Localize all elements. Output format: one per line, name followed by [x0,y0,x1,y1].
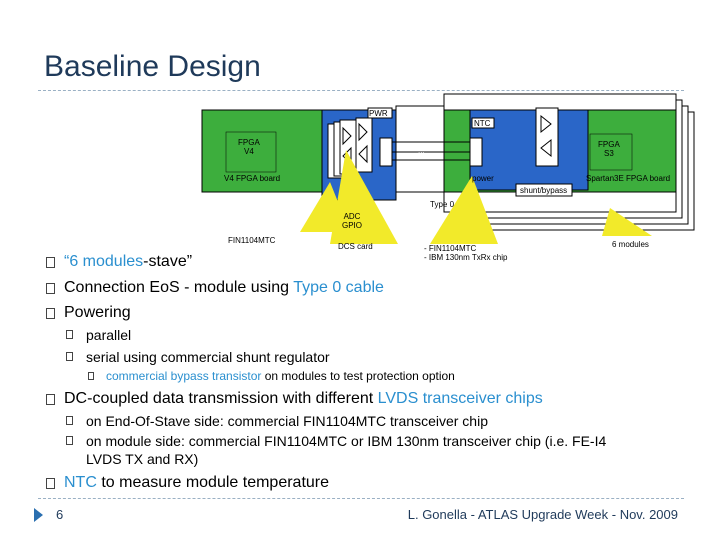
sub-end-of-stave: on End-Of-Stave side: commercial FIN1104… [86,413,488,429]
footer-arrow-icon [34,508,43,522]
pwr-box [367,107,393,119]
slide-title: Baseline Design [44,50,261,83]
bullet-ntc-rest: to measure module temperature [96,474,330,491]
bullet-marker-3 [46,308,55,319]
right-transceiver [535,107,559,167]
fin-left-label: FIN1104MTC [228,236,276,245]
fpga-s3-label: FPGA S3 [598,140,620,158]
adc-label: ADC GPIO [342,212,363,230]
pwr-label: PWR [369,109,388,118]
spartan-board-label: Spartan3E FPGA board [586,174,671,183]
type0-label: Type 0 [430,200,455,209]
sub-marker-3 [66,416,73,425]
modules-label: 6 modules [612,240,649,249]
bullet-marker-5 [46,478,55,489]
bullet-ntc-hl: NTC [64,474,97,491]
bullet-dc-coupled-text: DC-coupled data transmission with differ… [64,390,378,407]
connector-panel [395,105,445,193]
sub-serial: serial using commercial shunt regulator [86,349,330,365]
bullet-dc-coupled-hl: LVDS transceiver chips [377,390,543,407]
fpga-v4-label: FPGA V4 [238,138,260,156]
sub-module-side-l1: on module side: commercial FIN1104MTC or… [86,433,607,449]
ntc-label: NTC [474,119,491,128]
bullet-powering: Powering [64,304,131,321]
bullet-marker-1 [46,257,55,268]
dcs-label: DCS card [338,242,373,251]
power-label: power [472,174,494,183]
subsub-bypass: commercial bypass transistor on modules … [106,369,455,383]
title-divider [38,90,684,91]
subsub-bypass-hl: commercial bypass transistor [106,369,262,383]
cable-dots: ... [418,146,425,155]
left-transceiver-stack-2 [355,117,373,173]
fpga-v4-chip [225,131,277,173]
fpga-s3-chip [589,133,633,171]
callout-modules [602,208,652,236]
fin-right-label: - FIN1104MTC - IBM 130nm TxRx chip [424,244,508,262]
sub-marker-1 [66,330,73,339]
footer-divider [38,498,684,499]
page-number: 6 [56,507,64,522]
bullet-six-modules-hl: “6 modules [64,253,144,270]
sub-parallel: parallel [86,327,132,343]
shunt-box [515,183,573,197]
subsub-bypass-rest: on modules to test protection option [261,369,455,383]
bullet-six-modules: “6 modules-stave” [64,253,192,271]
bullet-marker-2 [46,283,55,294]
footer-credit: L. Gonella - ATLAS Upgrade Week - Nov. 2… [407,507,678,522]
right-connector [469,137,483,167]
sub-marker-2 [66,352,73,361]
bullet-dc-coupled: DC-coupled data transmission with differ… [64,390,543,408]
diagram-drawing [201,93,695,244]
v4-board-label: V4 FPGA board [224,174,281,183]
left-connector [379,137,393,167]
sub-module-side-l2: LVDS TX and RX) [86,451,199,467]
bullet-connection-hl: Type 0 cable [293,279,384,296]
callout-dcs [330,150,398,244]
ntc-box [471,117,495,129]
shunt-label: shunt/bypass [520,186,568,195]
subsub-marker-1 [88,372,94,380]
baseline-diagram: PWR NTC FPGA V4 FPGA S3 ... V4 FPGA boar… [201,93,695,262]
bullet-six-modules-rest: -stave” [143,253,193,270]
bullet-connection-text: Connection EoS - module using [64,279,294,296]
callout-fin-right [430,176,498,244]
bullet-connection: Connection EoS - module using Type 0 cab… [64,279,384,297]
bullet-marker-4 [46,394,55,405]
sub-marker-4 [66,436,73,445]
v4-fpga-board [201,109,325,193]
bullet-ntc: NTC to measure module temperature [64,474,329,492]
